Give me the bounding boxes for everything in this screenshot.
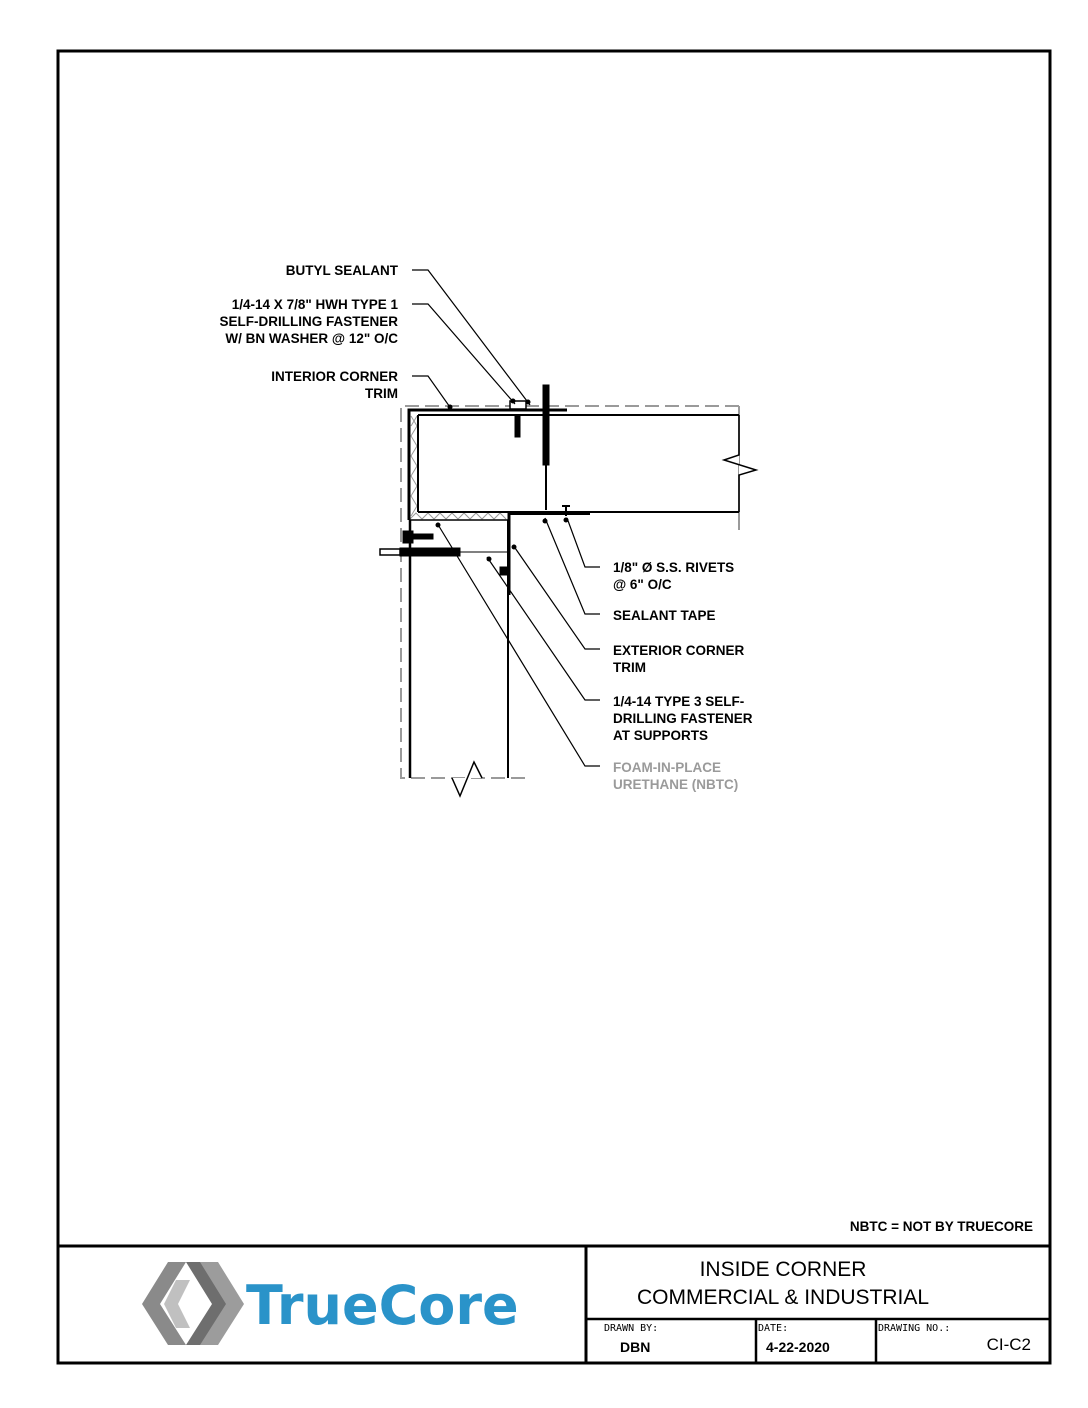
section-detail bbox=[379, 269, 759, 798]
callout-fastener-1-l1: 1/4-14 X 7/8" HWH TYPE 1 bbox=[232, 297, 399, 312]
date-label: DATE: bbox=[758, 1323, 788, 1334]
callout-interior-trim-l2: TRIM bbox=[365, 386, 398, 401]
fastener-vertical bbox=[542, 384, 550, 466]
callout-rivets-l2: @ 6" O/C bbox=[613, 577, 672, 592]
drawing-no-label: DRAWING NO.: bbox=[878, 1323, 950, 1334]
callout-exterior-trim-l1: EXTERIOR CORNER bbox=[613, 643, 745, 658]
callout-fastener-1-l2: SELF-DRILLING FASTENER bbox=[220, 314, 399, 329]
drawing-title-line2: COMMERCIAL & INDUSTRIAL bbox=[637, 1286, 929, 1309]
date-value: 4-22-2020 bbox=[766, 1339, 830, 1355]
nbtc-note: NBTC = NOT BY TRUECORE bbox=[850, 1219, 1033, 1234]
drawn-by-value: DBN bbox=[620, 1339, 650, 1355]
drawing-title-line1: INSIDE CORNER bbox=[700, 1258, 867, 1281]
callouts: BUTYL SEALANT 1/4-14 X 7/8" HWH TYPE 1 S… bbox=[220, 263, 753, 792]
callout-foam-l1: FOAM-IN-PLACE bbox=[613, 760, 721, 775]
leader-lines bbox=[412, 269, 600, 767]
callout-foam-l2: URETHANE (NBTC) bbox=[613, 777, 738, 792]
callout-fastener-3-l1: 1/4-14 TYPE 3 SELF- bbox=[613, 694, 744, 709]
callout-rivets-l1: 1/8" Ø S.S. RIVETS bbox=[613, 560, 734, 575]
title-block: TrueCore INSIDE CORNER COMMERCIAL & INDU… bbox=[58, 1244, 1050, 1363]
callout-interior-trim-l1: INTERIOR CORNER bbox=[271, 369, 398, 384]
truecore-logo-text: TrueCore bbox=[246, 1274, 519, 1337]
foam-hatch bbox=[409, 415, 507, 520]
callout-sealant-tape: SEALANT TAPE bbox=[613, 608, 716, 623]
sheet-border bbox=[56, 49, 1052, 1365]
callout-fastener-3-l2: DRILLING FASTENER bbox=[613, 711, 753, 726]
truecore-logo-mark bbox=[142, 1262, 244, 1345]
callout-exterior-trim-l2: TRIM bbox=[613, 660, 646, 675]
drawing-no-value: CI-C2 bbox=[987, 1335, 1031, 1354]
callout-butyl-sealant: BUTYL SEALANT bbox=[286, 263, 399, 278]
drawn-by-label: DRAWN BY: bbox=[604, 1323, 658, 1334]
callout-fastener-3-l3: AT SUPPORTS bbox=[613, 728, 708, 743]
callout-fastener-1-l3: W/ BN WASHER @ 12" O/C bbox=[225, 331, 398, 346]
